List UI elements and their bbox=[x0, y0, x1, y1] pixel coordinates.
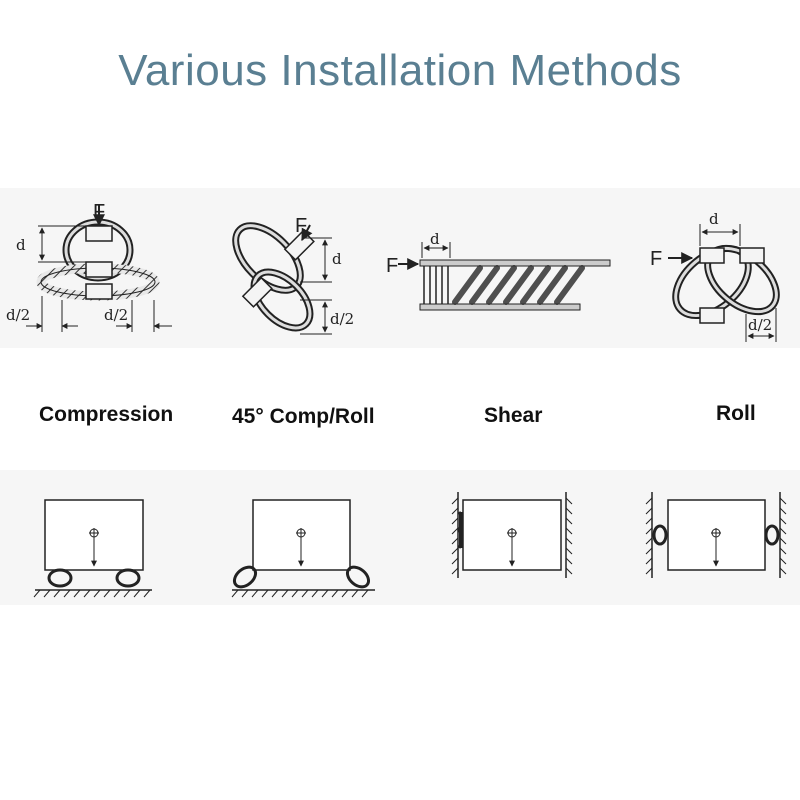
comp-roll-45-isolator-diagram bbox=[232, 222, 332, 335]
roll-half-d-label: d/2 bbox=[748, 316, 772, 334]
compression-mount-layout bbox=[33, 499, 152, 598]
comp-roll-force-label: F bbox=[295, 215, 307, 237]
shear-d-label: d bbox=[430, 230, 440, 248]
compression-half-d-right-label: d/2 bbox=[104, 306, 128, 324]
roll-label: Roll bbox=[716, 402, 756, 425]
compression-isolator-diagram bbox=[26, 205, 172, 332]
roll-force-label: F bbox=[650, 248, 662, 270]
shear-mount-layout bbox=[451, 492, 573, 578]
compression-label: Compression bbox=[39, 403, 174, 426]
compression-half-d-left-label: d/2 bbox=[6, 306, 30, 324]
comp-roll-45-label: 45° Comp/Roll bbox=[232, 405, 375, 428]
shear-force-label: F bbox=[386, 255, 398, 277]
page-title: Various Installation Methods bbox=[118, 46, 682, 95]
roll-isolator-diagram bbox=[668, 224, 780, 342]
compression-force-label: F bbox=[93, 201, 105, 223]
roll-d-label: d bbox=[709, 210, 719, 228]
comp-roll-d-label: d bbox=[332, 250, 342, 268]
compression-d-label: d bbox=[16, 236, 26, 254]
shear-isolator-diagram bbox=[398, 242, 611, 311]
comp-roll-half-d-label: d/2 bbox=[330, 310, 354, 328]
shear-label: Shear bbox=[484, 404, 543, 427]
roll-mount-layout bbox=[645, 492, 787, 578]
comp-roll-mount-layout bbox=[231, 499, 375, 598]
